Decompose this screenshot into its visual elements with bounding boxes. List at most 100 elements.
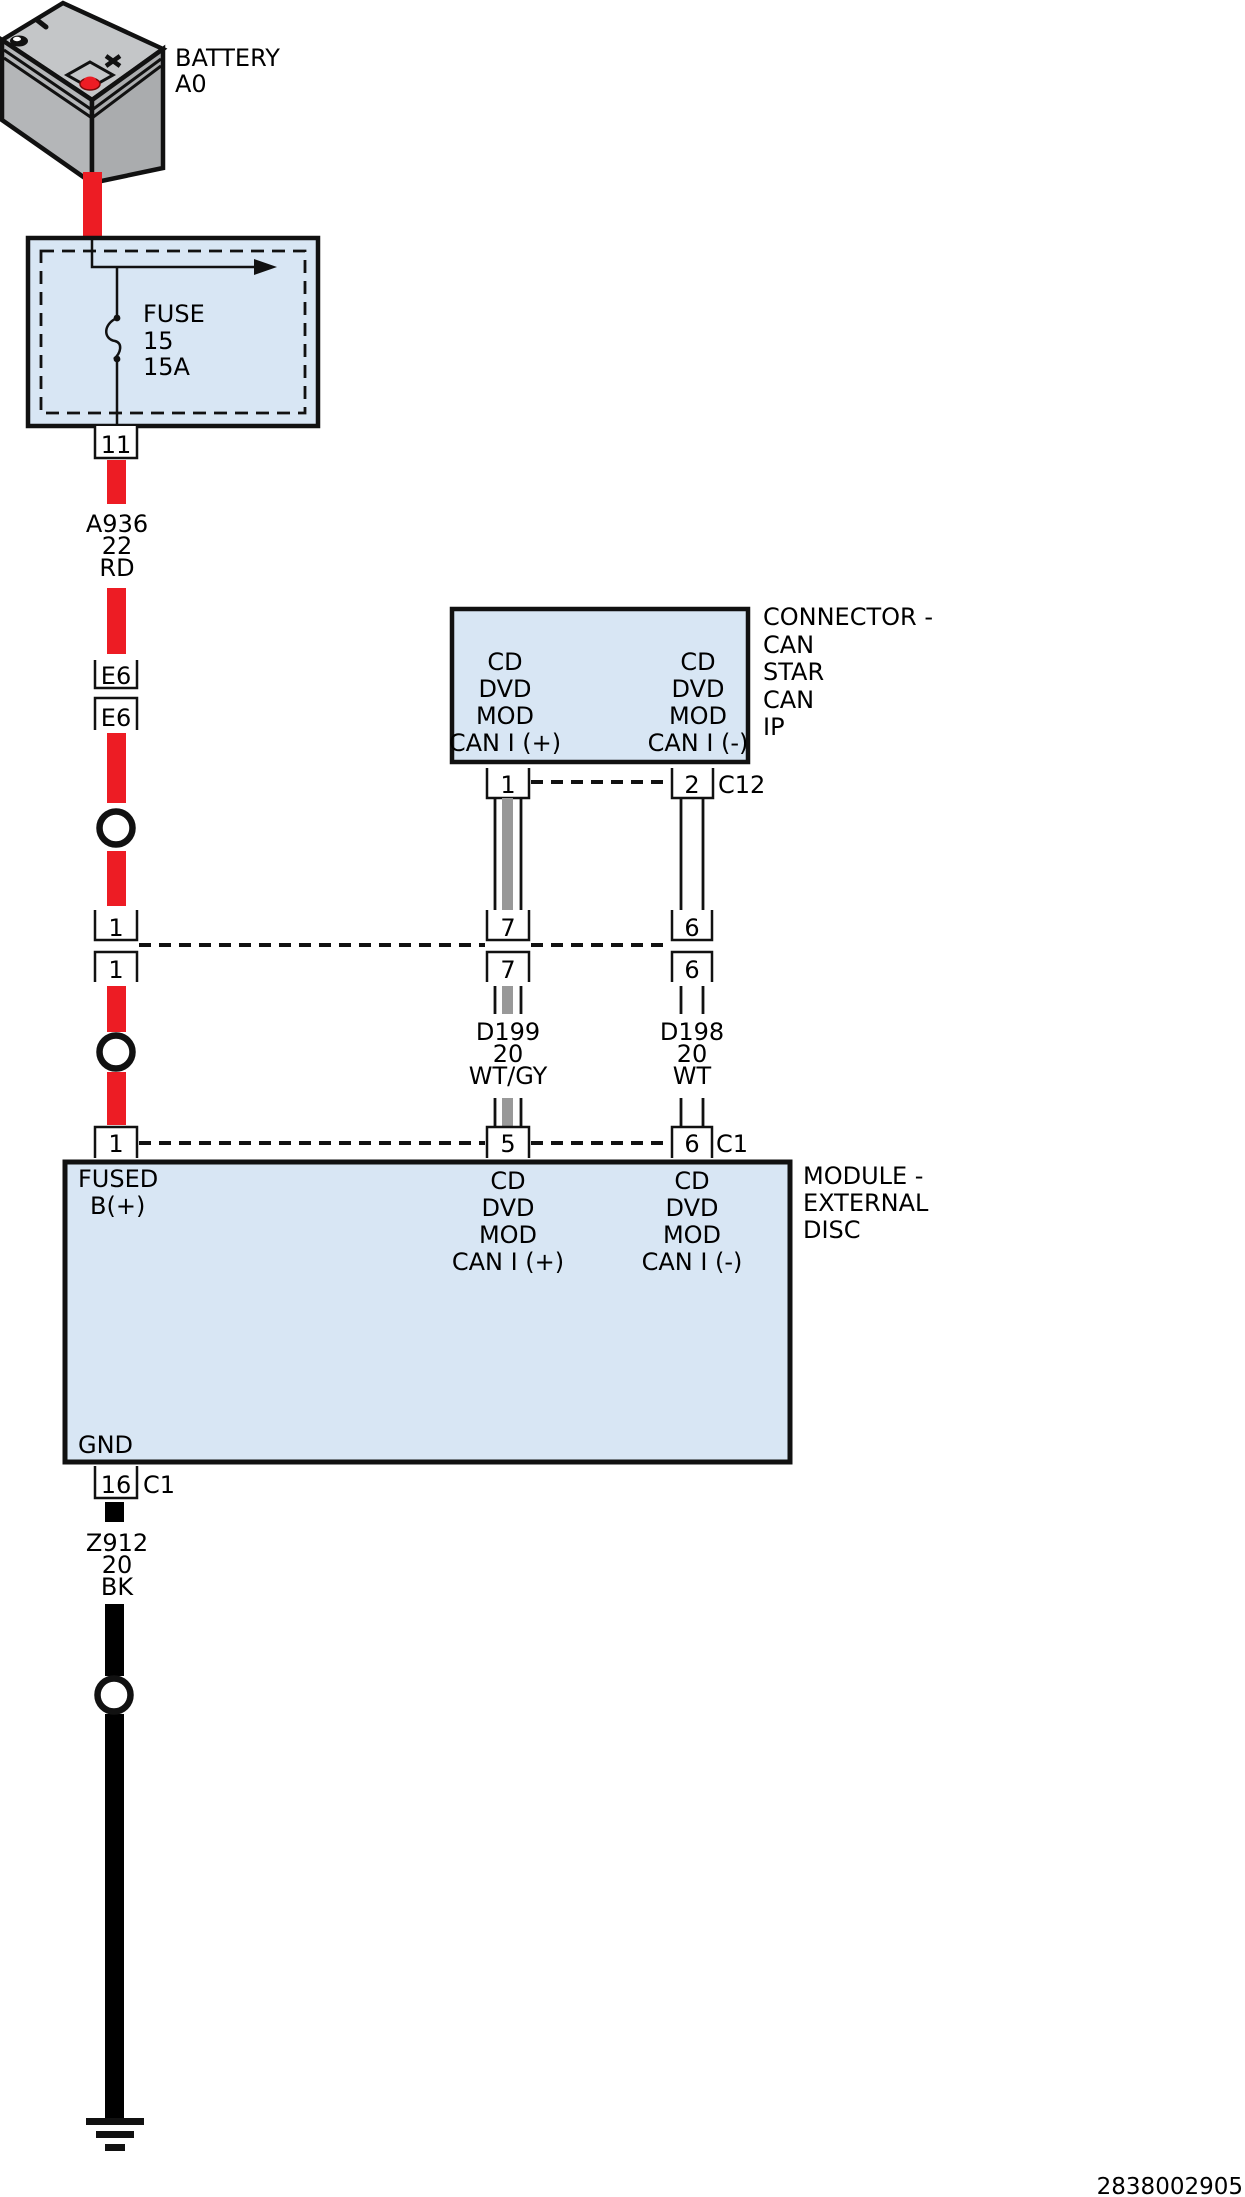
ground-wire	[105, 1502, 124, 2120]
ground-bar	[86, 2118, 144, 2125]
pin-box	[93, 1466, 139, 1500]
c12-side-label-line: CAN	[763, 686, 814, 714]
module-mid-line: CAN I (+)	[452, 1248, 564, 1276]
fuse-feed-line	[90, 240, 256, 269]
grommet-icon	[96, 1032, 136, 1072]
pin-number: 6	[684, 1130, 699, 1158]
c12-side-label-line: STAR	[763, 658, 824, 686]
module-right-line: MOD	[663, 1221, 721, 1249]
can-plus-wire	[493, 986, 523, 1014]
wire-color: RD	[99, 554, 134, 582]
module-side-label-line: DISC	[803, 1216, 861, 1244]
pin-box	[670, 1125, 714, 1158]
red-wire-segment	[107, 588, 126, 654]
wire-gray-stripe	[502, 986, 513, 1014]
red-wire-segment	[107, 733, 126, 803]
wire-color: WT	[673, 1062, 712, 1090]
ground-bar	[105, 2144, 125, 2151]
wire-gauge: 22	[102, 532, 133, 560]
c12-right-line: DVD	[672, 675, 725, 703]
pin-16: 16 C1	[93, 1466, 175, 1500]
pin-box	[670, 910, 714, 942]
battery-right-face	[89, 44, 166, 186]
red-wire-segment	[107, 851, 126, 906]
red-wire-segment	[83, 172, 102, 238]
connector-half-box	[93, 696, 139, 730]
module-fused-line: FUSED	[78, 1165, 158, 1193]
pin-number: 1	[108, 1130, 123, 1158]
pin-box	[93, 950, 139, 982]
can-minus-wire	[679, 986, 705, 1014]
diagram-part-number: 2838002905	[1097, 2174, 1243, 2197]
grommet-icon	[94, 1675, 134, 1715]
pin-number: 1	[108, 914, 123, 942]
ground-icon	[86, 2118, 144, 2151]
wire-label-d198: D198 20 WT	[660, 1018, 724, 1090]
wire-label-a936: A936 22 RD	[86, 510, 148, 582]
module-right-line: DVD	[666, 1194, 719, 1222]
arrow-right-icon	[254, 259, 277, 275]
fuse-number: 15	[143, 327, 174, 355]
red-wire-segment	[107, 1072, 126, 1125]
pin-number: 7	[500, 956, 515, 984]
battery-seam-line	[3, 56, 162, 120]
pin-box	[485, 1125, 531, 1158]
connector-id: E6	[101, 662, 131, 690]
pin-number: 7	[500, 914, 515, 942]
c12-left-line: MOD	[476, 702, 534, 730]
connector-id: C12	[718, 771, 765, 799]
c12-right-line: CAN I (-)	[648, 729, 749, 757]
circuit-id: D198	[660, 1018, 724, 1046]
module-box-outline	[62, 1159, 793, 1465]
red-power-wire	[83, 172, 126, 1125]
c12-side-label-line: IP	[763, 713, 785, 741]
module-fused-line: B(+)	[90, 1192, 145, 1220]
red-wire-segment	[107, 460, 126, 504]
c12-right-line: CD	[680, 648, 715, 676]
pin-number: 1	[108, 956, 123, 984]
ground-bar	[96, 2131, 134, 2138]
pin-11: 11	[93, 426, 139, 460]
connector-half-box	[93, 660, 139, 690]
connector-id: C1	[716, 1130, 748, 1158]
black-wire-segment	[105, 1604, 124, 1676]
wire-gray-stripe	[502, 1098, 513, 1127]
grommet-icon	[96, 808, 136, 848]
module-external-disc-box: FUSED B(+) CD DVD MOD CAN I (+) CD DVD M…	[62, 1159, 929, 1465]
can-minus-wire	[679, 1098, 705, 1127]
module-right-line: CD	[674, 1167, 709, 1195]
fuse-box: FUSE 15 15A	[25, 235, 321, 429]
pin-number: 6	[684, 956, 699, 984]
wire-gauge: 20	[677, 1040, 708, 1068]
battery-vent-slot	[34, 17, 49, 30]
module-side-label-line: MODULE -	[803, 1162, 923, 1190]
pin-number: 16	[101, 1471, 132, 1499]
pin-box	[485, 910, 531, 942]
c12-left-line: CD	[487, 648, 522, 676]
c12-right-line: MOD	[669, 702, 727, 730]
pin-number: 11	[101, 431, 132, 459]
circuit-id: D199	[476, 1018, 540, 1046]
fuse-label: FUSE	[143, 300, 205, 328]
module-mid-line: CD	[490, 1167, 525, 1195]
battery-icon	[0, 0, 168, 188]
black-wire-segment	[105, 1714, 124, 2120]
pin-number: 5	[500, 1130, 515, 1158]
battery-x-mark-icon	[104, 54, 122, 68]
module-right-line: CAN I (-)	[642, 1248, 743, 1276]
wire-label-z912: Z912 20 BK	[86, 1529, 148, 1601]
pin-number: 6	[684, 914, 699, 942]
wire-label-d199: D199 20 WT/GY	[469, 1018, 548, 1090]
wire-color: WT/GY	[469, 1062, 548, 1090]
battery-positive-terminal-cap	[84, 76, 96, 84]
battery-negative-terminal-highlight	[13, 36, 21, 42]
c12-side-label-line: CAN	[763, 631, 814, 659]
pin-box	[93, 1125, 139, 1158]
module-gnd-label: GND	[78, 1431, 133, 1459]
battery-label: BATTERY	[175, 44, 280, 72]
c12-side-label-line: CONNECTOR -	[763, 603, 933, 631]
black-wire-segment	[105, 1502, 124, 1522]
wire-gauge: 20	[493, 1040, 524, 1068]
wire-gauge: 20	[102, 1551, 133, 1579]
